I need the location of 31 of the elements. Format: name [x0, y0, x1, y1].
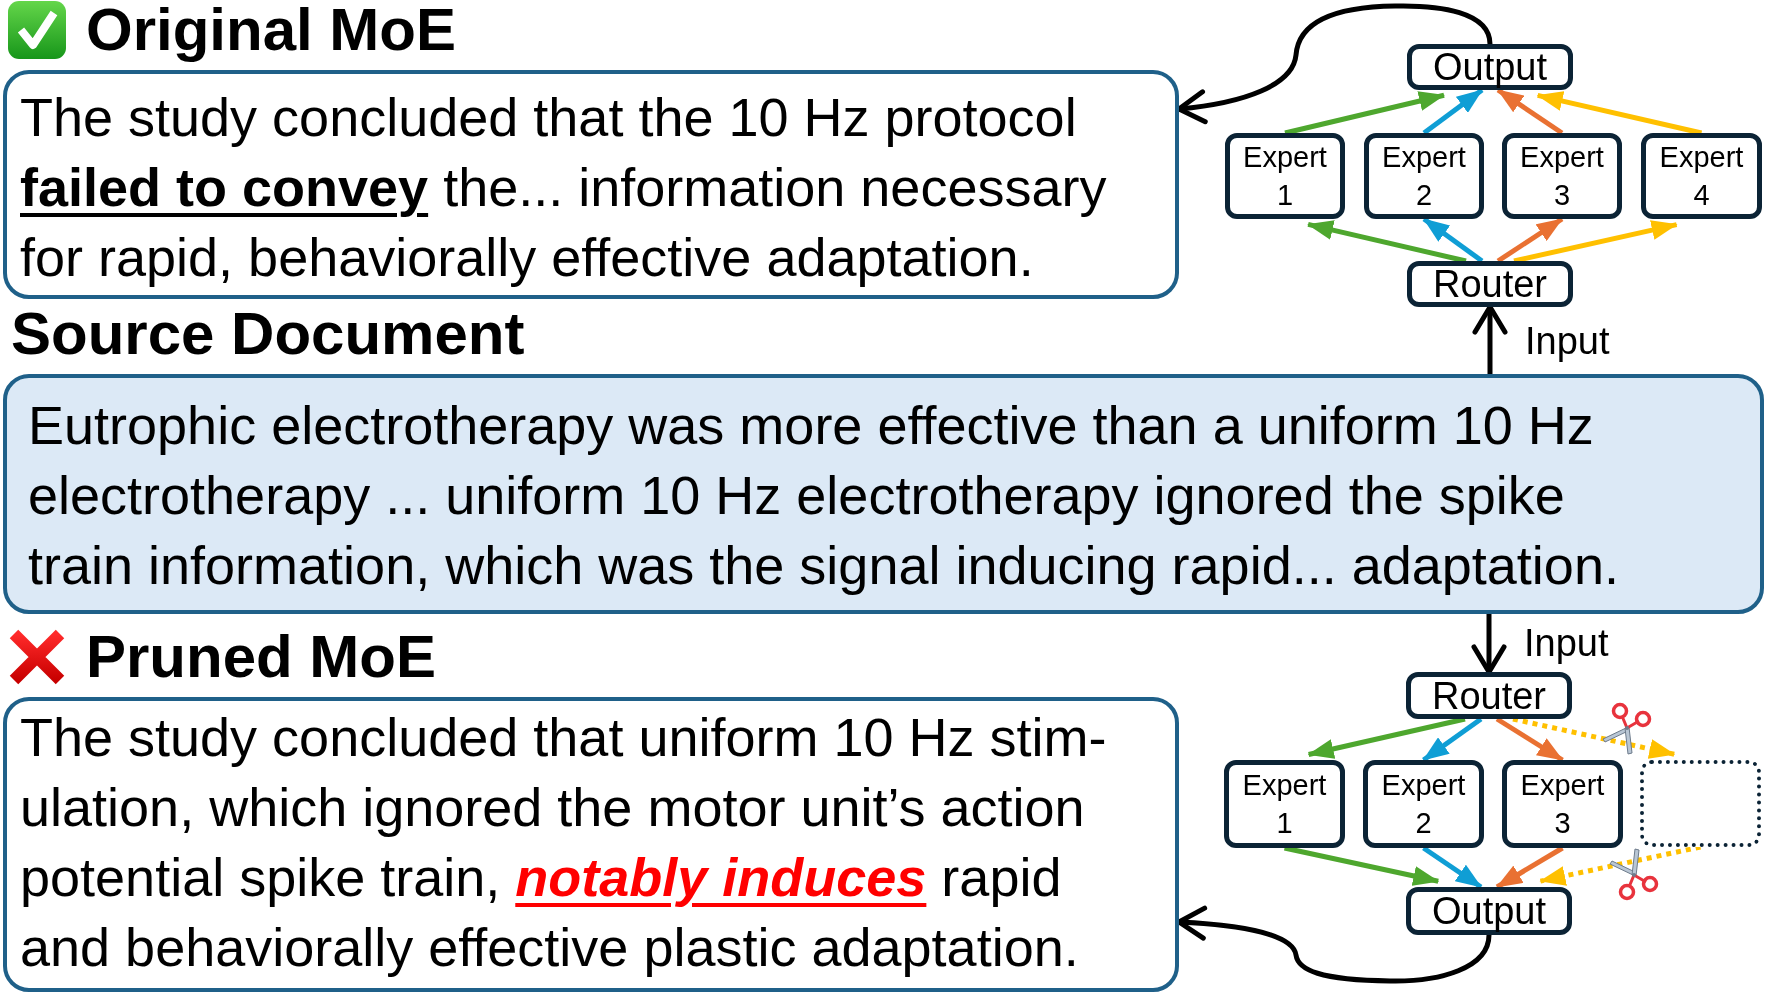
process-box [1406, 887, 1572, 935]
body-text: The study concluded that the 10 Hz protocol failed to convey the... information necessary for rapid, behaviorally effective adaptation. [20, 86, 1108, 289]
node-text: Router [1431, 676, 1547, 715]
process-box [1406, 672, 1572, 719]
process-box [1641, 133, 1762, 219]
process-box [1407, 261, 1573, 307]
section-heading: Pruned MoE [86, 627, 436, 687]
process-box [1363, 760, 1484, 848]
dashed-arrow [1539, 844, 1702, 886]
body-text: The study concluded that uniform 10 Hz stim-ulation, which ignored the motor unit’s action potential spike train, notably induces rapid and behaviorally effective plastic adaptation. [20, 706, 1108, 979]
body-text: Eutrophic electrotherapy was more effective than a uniform 10 Hz electrotherapy ... uniform 10 Hz electrotherapy ignored the spike train information, which was the signal inducing rapid... adaptation. [28, 394, 1620, 597]
process-box [1364, 133, 1484, 219]
process-box [1502, 760, 1623, 848]
process-box [1224, 760, 1345, 848]
node-text: Expert 3 [1519, 768, 1606, 841]
process-box [1407, 44, 1573, 90]
process-box [1502, 133, 1622, 219]
node-text: Output [1432, 48, 1548, 86]
empty-box [1640, 760, 1761, 847]
node-text: Expert 4 [1658, 140, 1745, 213]
node-text: Expert 1 [1242, 140, 1328, 213]
node-text: Expert 2 [1381, 140, 1467, 213]
process-box [1225, 133, 1345, 219]
section-heading: Original MoE [86, 0, 457, 60]
node-text: Router [1432, 265, 1548, 303]
node-text: Output [1431, 892, 1547, 930]
node-text: Expert 2 [1380, 768, 1467, 841]
node-text: Expert 3 [1519, 140, 1605, 213]
node-text: Expert 1 [1241, 768, 1328, 841]
section-heading: Source Document [11, 304, 525, 364]
arrow [1422, 88, 1484, 135]
